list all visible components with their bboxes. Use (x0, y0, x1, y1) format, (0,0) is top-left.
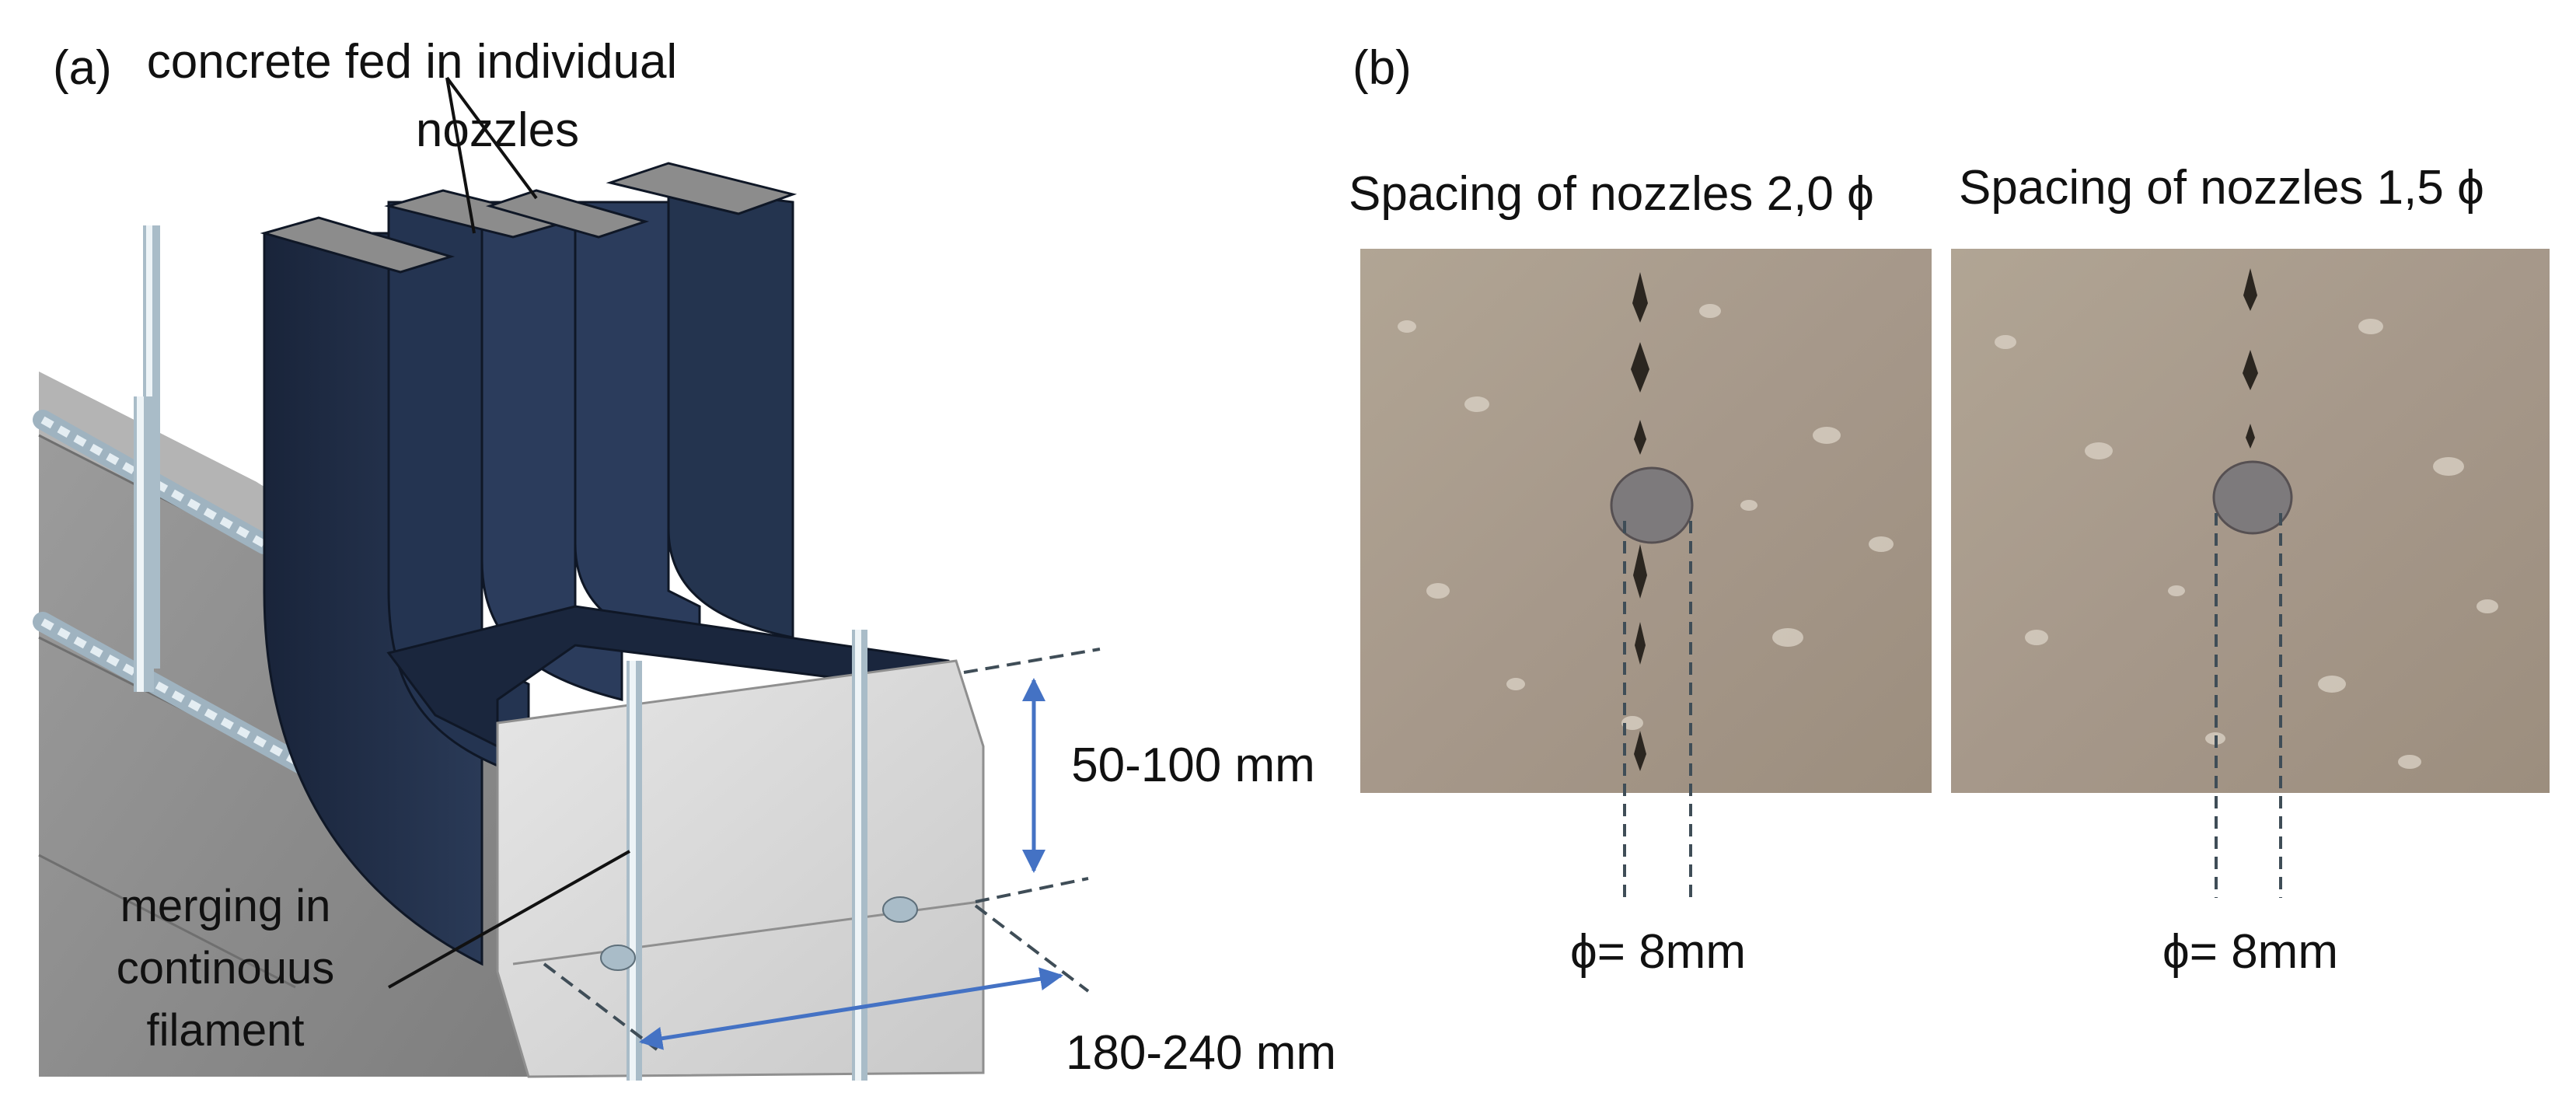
vertical-rebar-left (134, 225, 160, 692)
photo-right-title: Spacing of nozzles 1,5 ϕ (1959, 161, 2484, 215)
panel-b: (b) Spacing of nozzles 2,0 ϕ Spacing of … (1349, 41, 2550, 979)
photo-left (1360, 249, 1932, 793)
feed-note-line2: nozzles (416, 103, 579, 157)
feed-note-line1: concrete fed in individual (147, 35, 677, 89)
panel-a-label: (a) (53, 41, 112, 95)
photo-left-title: Spacing of nozzles 2,0 ϕ (1349, 167, 1874, 221)
merge-note-line1: merging in (120, 881, 331, 931)
merged-filament (497, 630, 983, 1081)
filament-front-face (497, 661, 983, 1077)
merge-note-line2: continouus (117, 943, 335, 994)
panel-b-label: (b) (1353, 41, 1412, 95)
photo-right-diameter: ϕ= 8mm (2162, 925, 2338, 979)
panel-a: (a) (39, 35, 1336, 1081)
width-dimension-label: 180-240 mm (1066, 1026, 1336, 1080)
nozzle-5 (668, 187, 793, 637)
merge-note-line3: filament (146, 1005, 304, 1056)
height-dimension-label: 50-100 mm (1071, 739, 1315, 792)
photo-right (1951, 249, 2550, 793)
photo-left-diameter: ϕ= 8mm (1570, 925, 1746, 979)
